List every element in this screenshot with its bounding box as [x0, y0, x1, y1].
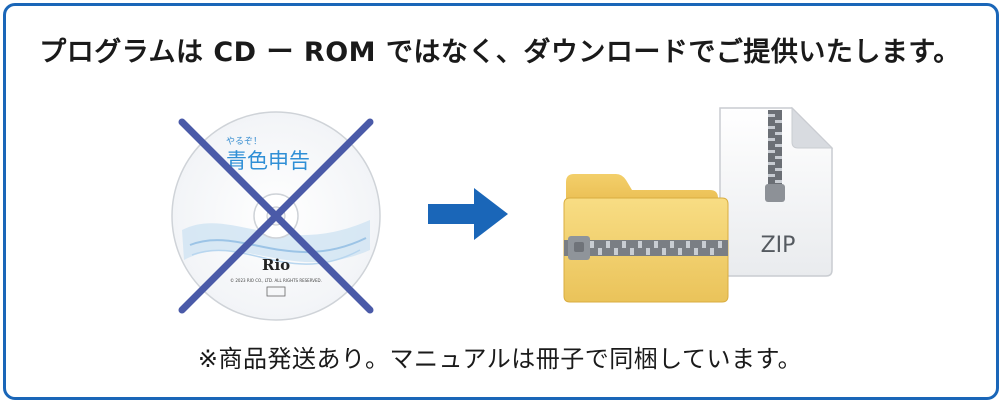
headline-message: プログラムは CD ー ROM ではなく、ダウンロードでご提供いたします。	[39, 37, 961, 68]
zip-folder-icon	[563, 174, 729, 303]
disc-swoosh-line	[189, 237, 367, 254]
disc-copyright: © 2023 RIO CO., LTD. ALL RIGHTS RESERVED…	[230, 278, 322, 283]
footer-note: ※商品発送あり。マニュアルは冊子で同梱しています。	[197, 345, 803, 373]
cross-line-2	[178, 118, 374, 314]
disc-swoosh-line-2	[191, 249, 361, 265]
arrow-shape	[428, 188, 508, 240]
disc-product-name: 青色申告	[226, 149, 310, 173]
file-zipper-pull	[765, 184, 785, 202]
disc-tagline: やるぞ！	[226, 136, 262, 147]
cd-disc-graphic: やるぞ！ 青色申告 Rio © 2023 RIO CO., LTD. ALL R…	[171, 111, 381, 321]
disc-brand: Rio	[262, 256, 290, 274]
zip-file-icon: ZIP	[719, 106, 834, 277]
arrow-right-icon	[428, 188, 508, 240]
notice-frame	[3, 3, 999, 400]
zip-file-label: ZIP	[761, 233, 796, 258]
zip-download-graphic: ZIP	[560, 104, 850, 314]
cd-rom-disc: やるぞ！ 青色申告 Rio © 2023 RIO CO., LTD. ALL R…	[170, 110, 382, 322]
disc-logo-mark	[266, 286, 286, 297]
